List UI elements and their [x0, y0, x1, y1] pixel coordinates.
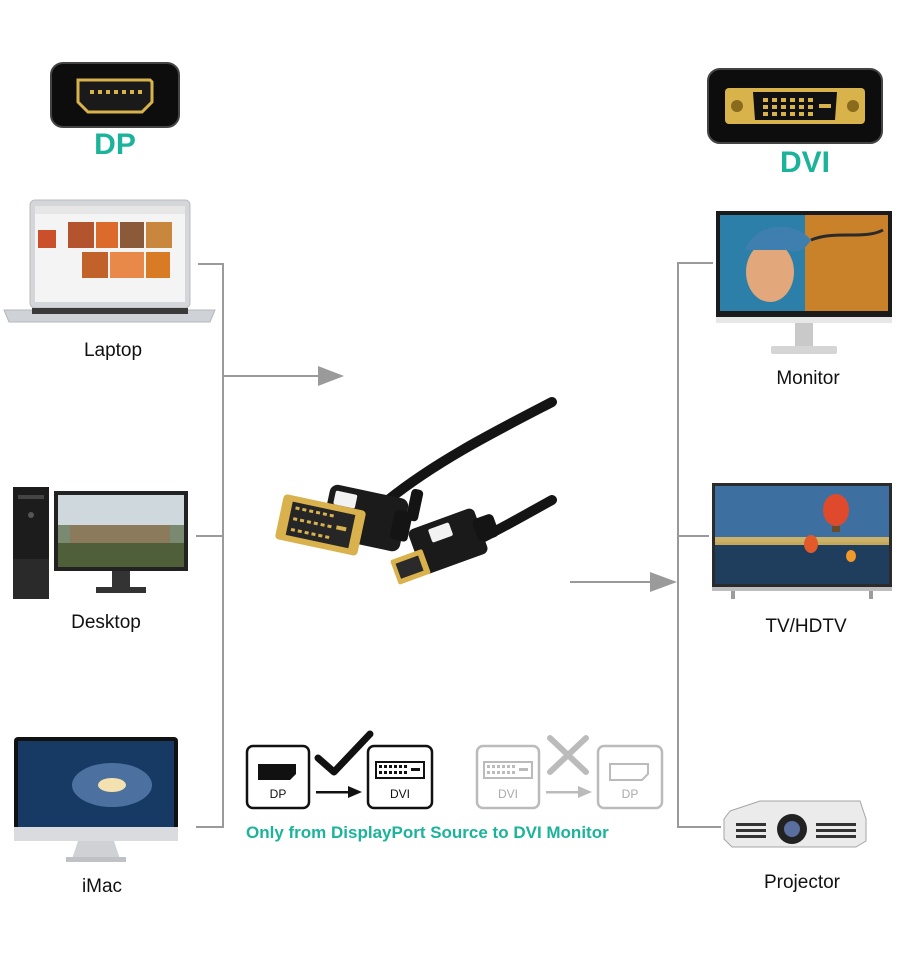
projector-image	[720, 793, 870, 853]
dvi-label: DVI	[779, 146, 830, 179]
projector-label: Projector	[763, 872, 841, 893]
left-bracket-desktop	[196, 535, 224, 537]
dp-port-icon	[50, 62, 180, 128]
direction-note: Only from DisplayPort Source to DVI Moni…	[246, 823, 609, 842]
unsupported-to-label: DP	[622, 787, 639, 801]
tv-image	[711, 482, 893, 600]
displayport-to-dvi-cable	[268, 390, 558, 605]
right-bracket-projector	[677, 826, 721, 828]
dp-label: DP	[94, 128, 136, 161]
monitor-label: Monitor	[776, 368, 840, 389]
supported-direction-diagram: DP DVI	[244, 728, 436, 812]
left-flow-arrow	[222, 364, 347, 388]
imac-label: iMac	[81, 876, 123, 897]
desktop-image	[10, 485, 190, 605]
dvi-port-icon	[707, 68, 883, 144]
imac-image	[12, 735, 180, 865]
laptop-label: Laptop	[83, 340, 143, 361]
left-bracket-vertical	[222, 263, 224, 828]
desktop-label: Desktop	[71, 612, 141, 633]
left-bracket-laptop	[198, 263, 224, 265]
right-bracket-vertical	[677, 262, 679, 828]
laptop-image	[2, 198, 217, 333]
right-bracket-monitor	[677, 262, 713, 264]
monitor-image	[715, 210, 893, 360]
supported-from-label: DP	[270, 787, 287, 801]
right-bracket-tv	[677, 535, 709, 537]
right-flow-arrow	[570, 570, 680, 594]
supported-to-label: DVI	[390, 787, 410, 801]
tv-label: TV/HDTV	[765, 616, 847, 637]
unsupported-from-label: DVI	[498, 787, 518, 801]
unsupported-direction-diagram: DVI DP	[474, 728, 666, 812]
left-bracket-imac	[196, 826, 224, 828]
